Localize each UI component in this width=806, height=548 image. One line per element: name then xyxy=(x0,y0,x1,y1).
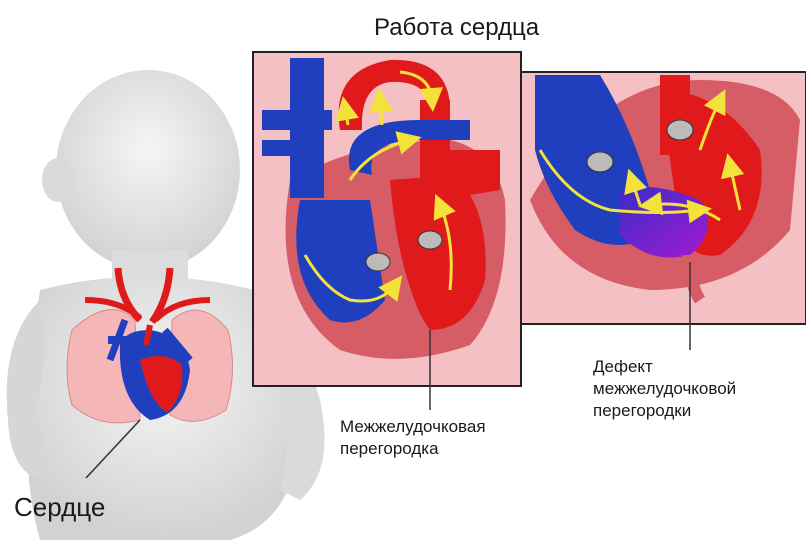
normal-heart-panel xyxy=(253,52,521,386)
septum-label: Межжелудочковая перегородка xyxy=(340,416,486,460)
heart-label: Сердце xyxy=(14,492,105,523)
defect-heart-panel xyxy=(521,72,806,324)
diagram-title: Работа сердца xyxy=(374,14,539,42)
defect-label: Дефект межжелудочковой перегородки xyxy=(593,356,736,422)
